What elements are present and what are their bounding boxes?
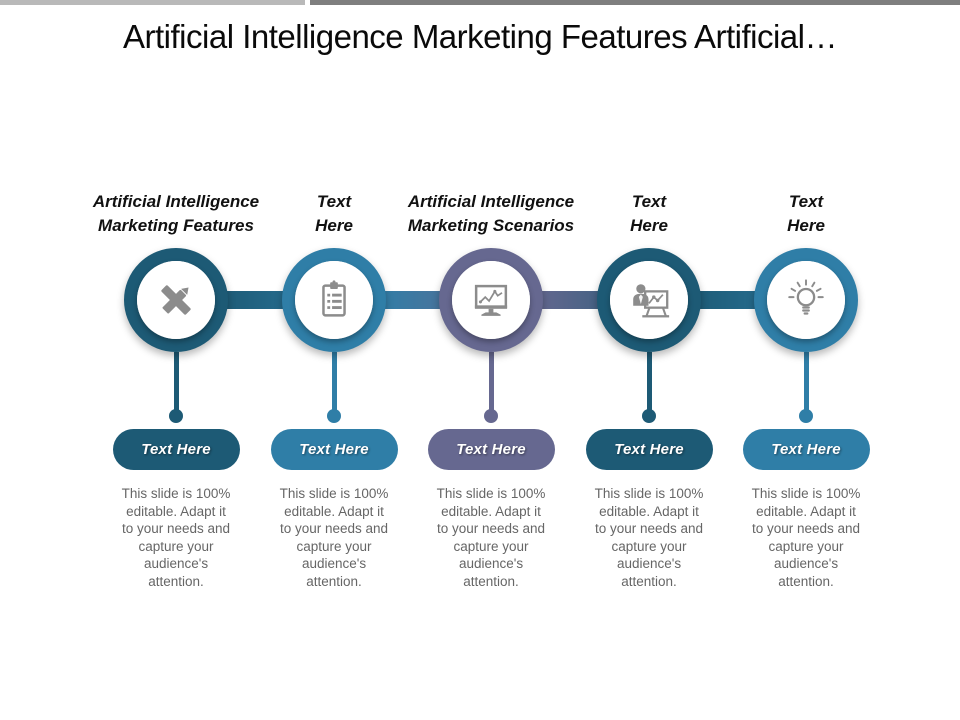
connector-dot [169,409,183,423]
step-description: This slide is 100% editable. Adapt it to… [121,486,231,589]
step-circle-inner [452,261,530,339]
connector-line [803,352,809,411]
step-description: This slide is 100% editable. Adapt it to… [436,486,546,589]
timeline-column-3: Artificial Intelligence Marketing Scenar… [386,190,596,590]
presenter-chart-icon [633,284,670,318]
step-circle[interactable] [124,248,228,352]
timeline-column-2: Text Here [229,190,439,590]
topbar-left-segment [0,0,305,5]
timeline-column-4: Text Here Text Here This slide [544,190,754,590]
slide-title: Artificial Intelligence Marketing Featur… [123,18,837,55]
connector-line [488,352,494,411]
text-here-button[interactable]: Text Here [742,429,870,470]
step-label: Text Here [315,192,353,235]
connector-dot [327,409,341,423]
connector-line [331,352,337,411]
pencil-ruler-icon [161,285,191,315]
connector-dot [642,409,656,423]
step-label: Text Here [787,192,825,235]
step-label: Artificial Intelligence Marketing Featur… [92,192,260,235]
text-here-button[interactable]: Text Here [585,429,713,470]
text-here-button[interactable]: Text Here [112,429,240,470]
timeline-column-5: Text Here [701,190,911,590]
monitor-chart-icon [474,284,508,316]
step-circle[interactable] [754,248,858,352]
step-circle[interactable] [282,248,386,352]
step-circle-inner [295,261,373,339]
topbar-right-segment [310,0,960,5]
connector-dot [799,409,813,423]
step-circle[interactable] [597,248,701,352]
step-circle-inner [610,261,688,339]
step-circle-inner [767,261,845,339]
clipboard-checklist-icon [322,280,346,317]
timeline-column-1: Artificial Intelligence Marketing Featur… [71,190,281,590]
step-description: This slide is 100% editable. Adapt it to… [751,486,861,589]
step-label: Artificial Intelligence Marketing Scenar… [407,192,575,235]
lightbulb-icon [788,279,824,315]
connector-line [646,352,652,411]
connector-dot [484,409,498,423]
connector-line [173,352,179,411]
step-label: Text Here [630,192,668,235]
step-circle-inner [137,261,215,339]
step-description: This slide is 100% editable. Adapt it to… [594,486,704,589]
text-here-button[interactable]: Text Here [427,429,555,470]
text-here-button[interactable]: Text Here [270,429,398,470]
step-circle[interactable] [439,248,543,352]
step-description: This slide is 100% editable. Adapt it to… [279,486,389,589]
